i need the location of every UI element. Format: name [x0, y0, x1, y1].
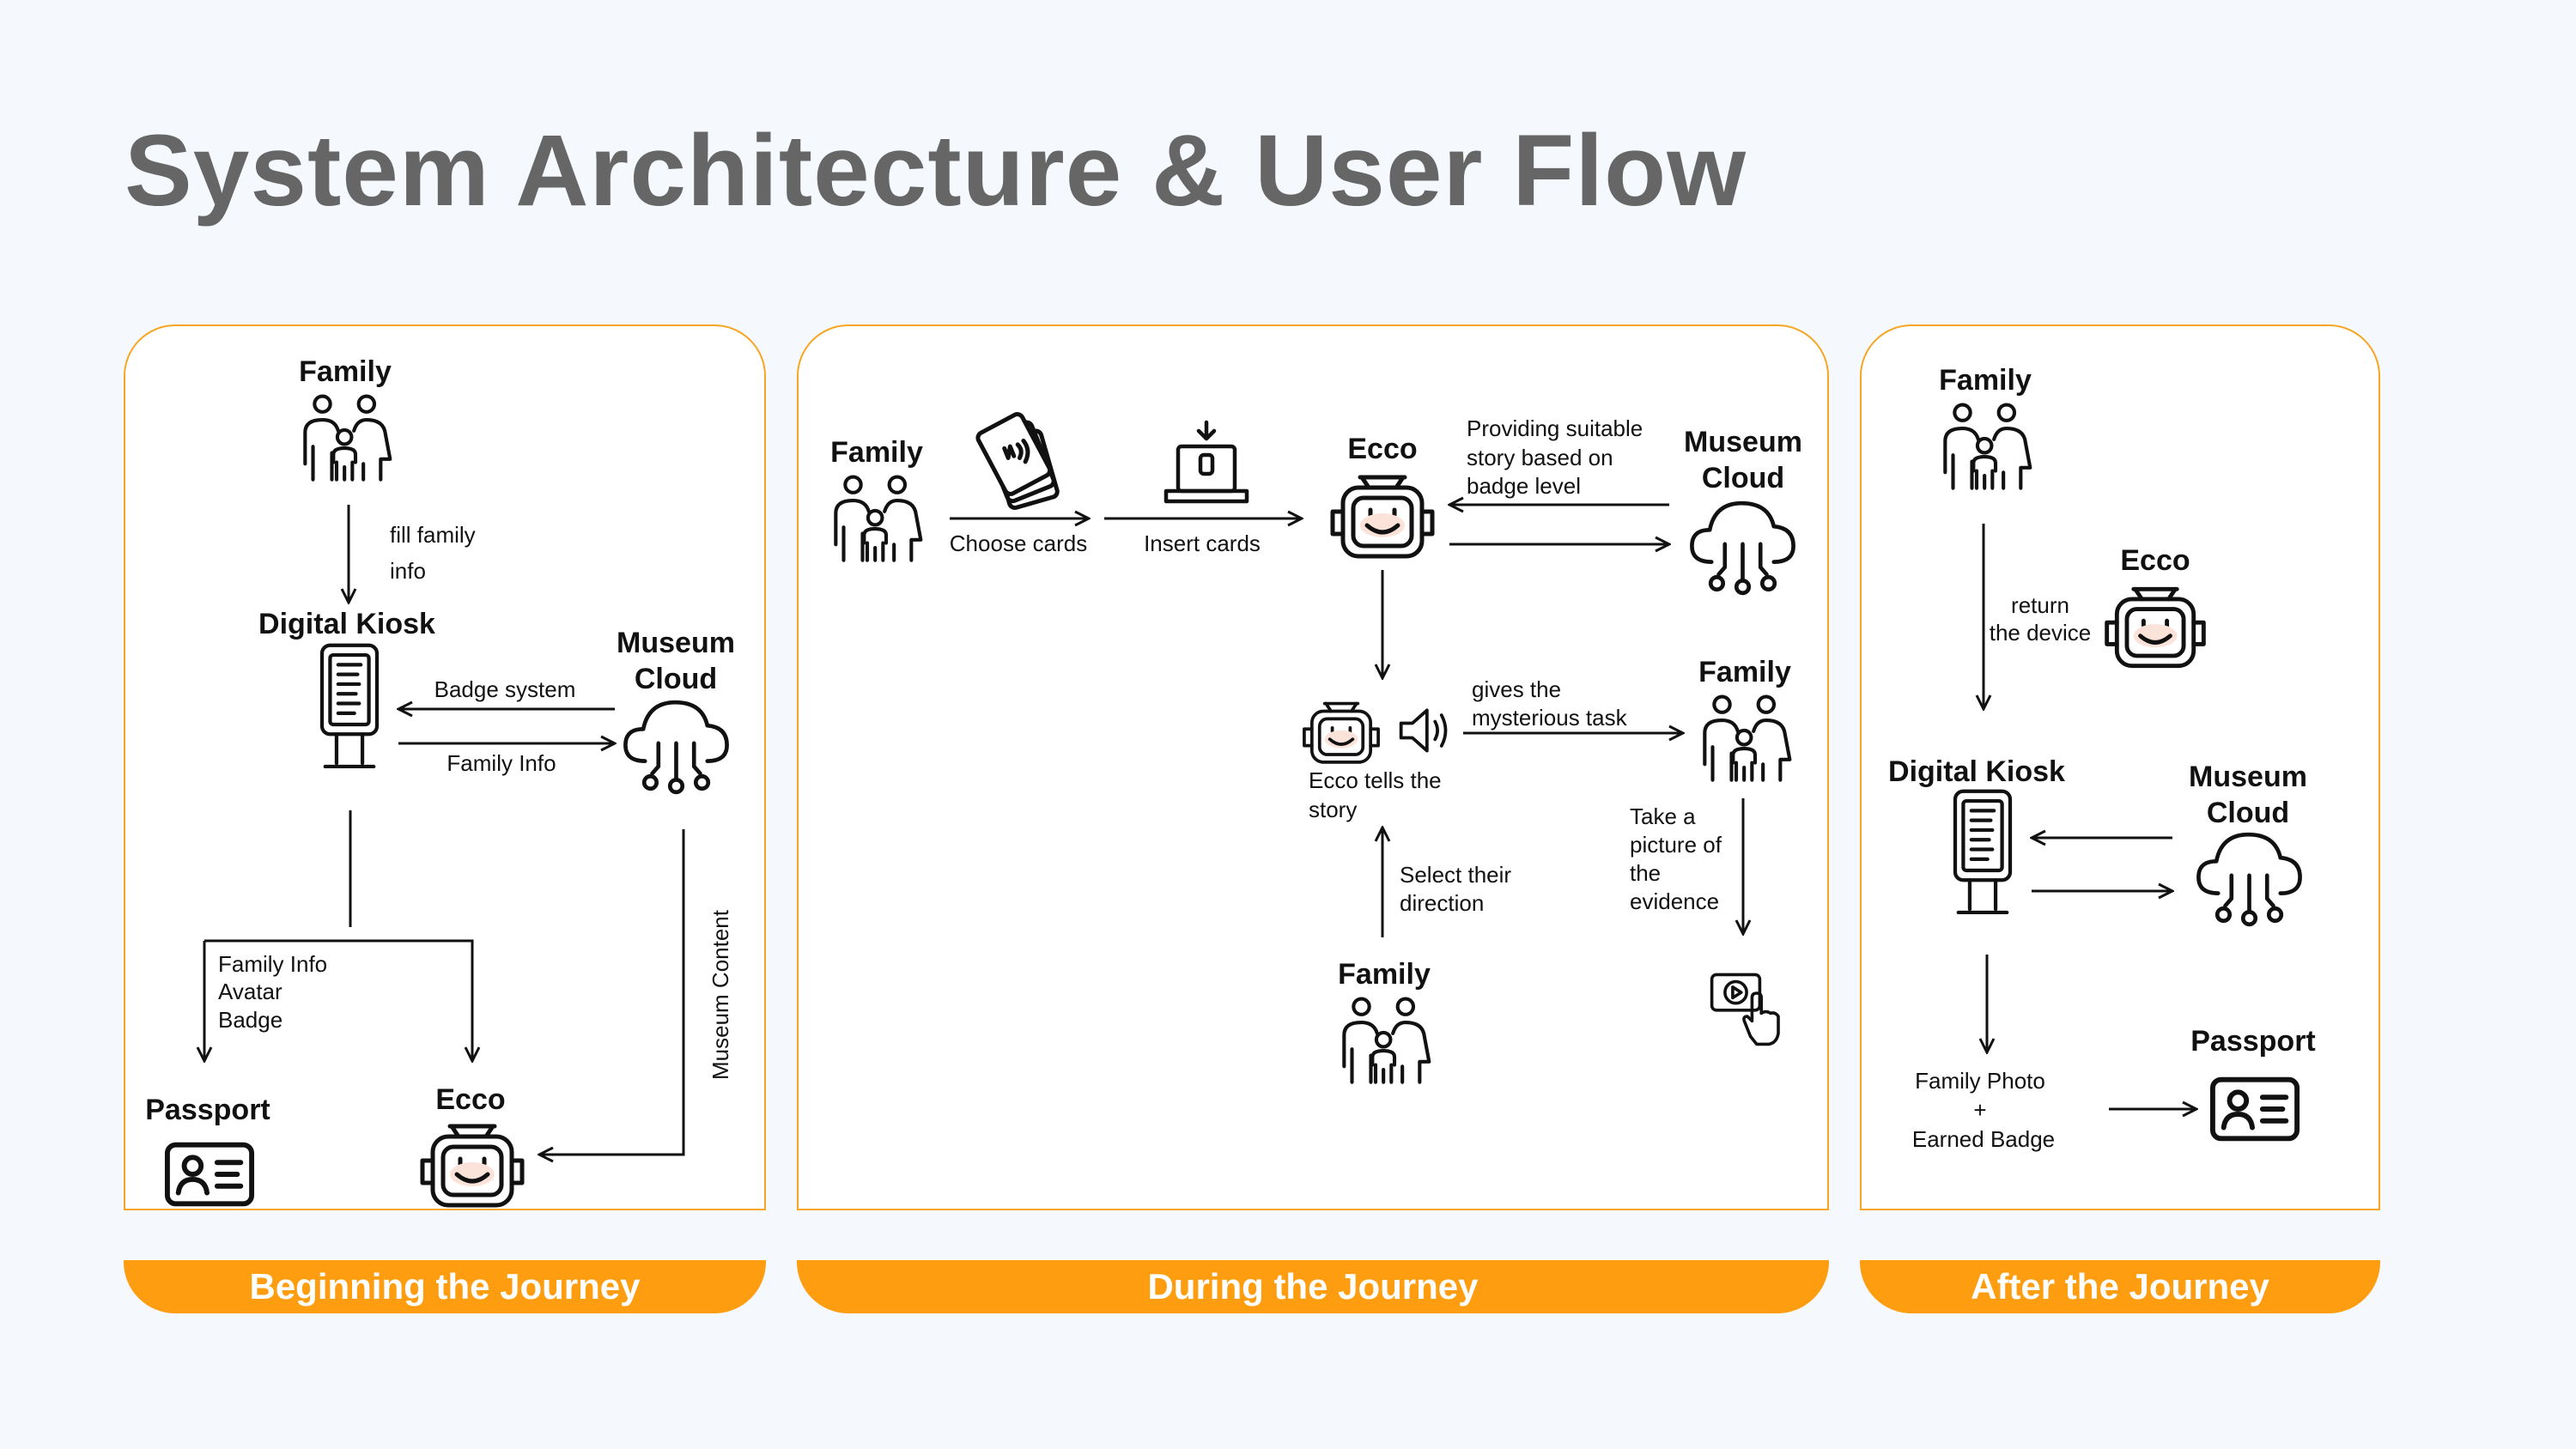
- list-line-3: Badge: [218, 1007, 283, 1033]
- pic-line-3: the: [1630, 860, 1661, 886]
- pic-line-4: evidence: [1630, 888, 1719, 914]
- robot-icon: [2107, 589, 2204, 665]
- passport-label: Passport: [145, 1094, 270, 1126]
- provide-line-2: story based on: [1467, 445, 1613, 470]
- cloud-label-2: Cloud: [635, 663, 717, 695]
- robot-icon: [1333, 477, 1432, 556]
- kiosk-label: Digital Kiosk: [1888, 755, 2065, 788]
- fill-family-label: fill family: [390, 522, 476, 548]
- family-icon: [1344, 999, 1429, 1082]
- cloud-icon: [1692, 503, 1793, 593]
- family-icon: [835, 477, 920, 561]
- cloud-label-1: Museum: [1684, 426, 1802, 458]
- ecco-label: Ecco: [435, 1083, 505, 1116]
- family-info-arrow-label: Family Info: [447, 750, 556, 776]
- family-icon: [1945, 405, 2030, 488]
- badge-system-label: Badge system: [434, 676, 576, 702]
- tells-line-2: story: [1309, 797, 1357, 822]
- section-label-beginning: Beginning the Journey: [124, 1260, 766, 1313]
- photo-plus: +: [1973, 1097, 1986, 1123]
- cards-icon: [976, 412, 1059, 509]
- family-bottom-label: Family: [1338, 958, 1431, 991]
- passport-icon: [167, 1145, 252, 1204]
- family-label: Family: [1939, 364, 2032, 397]
- task-line-2: mysterious task: [1472, 705, 1628, 731]
- video-touch-icon: [1710, 973, 1780, 1046]
- family-label: Family: [299, 355, 392, 388]
- robot-icon: [1303, 701, 1380, 764]
- select-line-2: direction: [1400, 890, 1484, 916]
- family-icon: [1704, 697, 1789, 780]
- museum-content-label: Museum Content: [708, 909, 733, 1080]
- panel-during: [797, 324, 1829, 1210]
- cloud-icon: [625, 702, 726, 792]
- return-line-1: return: [2011, 592, 2069, 618]
- arrow-to-ecco: [204, 939, 472, 1061]
- fill-info-label: info: [390, 558, 426, 584]
- page-title: System Architecture & User Flow: [125, 114, 1747, 227]
- provide-line-3: badge level: [1467, 473, 1581, 499]
- family-top-label: Family: [830, 436, 923, 469]
- kiosk-icon: [322, 646, 377, 767]
- family-icon: [305, 397, 390, 480]
- list-line-1: Family Info: [218, 951, 327, 977]
- choose-cards-label: Choose cards: [950, 530, 1087, 556]
- list-line-2: Avatar: [218, 979, 283, 1004]
- speaker-icon: [1399, 708, 1448, 753]
- insert-cards-label: Insert cards: [1144, 530, 1261, 556]
- passport-label: Passport: [2190, 1025, 2316, 1058]
- cloud-label-2: Cloud: [1702, 462, 1784, 494]
- kiosk-label: Digital Kiosk: [258, 608, 435, 640]
- robot-icon: [422, 1126, 522, 1205]
- cloud-icon: [2198, 834, 2300, 925]
- cloud-label-1: Museum: [617, 627, 735, 659]
- family-right-label: Family: [1698, 656, 1791, 688]
- ecco-label: Ecco: [2120, 544, 2190, 577]
- cloud-label-2: Cloud: [2207, 797, 2289, 829]
- section-label-after: After the Journey: [1860, 1260, 2380, 1313]
- pic-line-1: Take a: [1630, 803, 1696, 829]
- photo-line-3: Earned Badge: [1912, 1126, 2055, 1152]
- task-line-1: gives the: [1472, 676, 1561, 702]
- pic-line-2: picture of: [1630, 832, 1722, 858]
- ecco-label: Ecco: [1347, 433, 1417, 465]
- arrow-cloud-to-ecco: [539, 829, 685, 1155]
- insert-device-icon: [1166, 422, 1247, 501]
- select-line-1: Select their: [1400, 862, 1511, 888]
- provide-line-1: Providing suitable: [1467, 415, 1643, 441]
- cloud-label-1: Museum: [2189, 761, 2307, 793]
- section-label-during: During the Journey: [797, 1260, 1829, 1313]
- kiosk-icon: [1955, 791, 2010, 912]
- tells-line-1: Ecco tells the: [1309, 767, 1442, 793]
- photo-line-1: Family Photo: [1915, 1068, 2045, 1094]
- return-line-2: the device: [1990, 620, 2092, 646]
- passport-icon: [2213, 1080, 2297, 1139]
